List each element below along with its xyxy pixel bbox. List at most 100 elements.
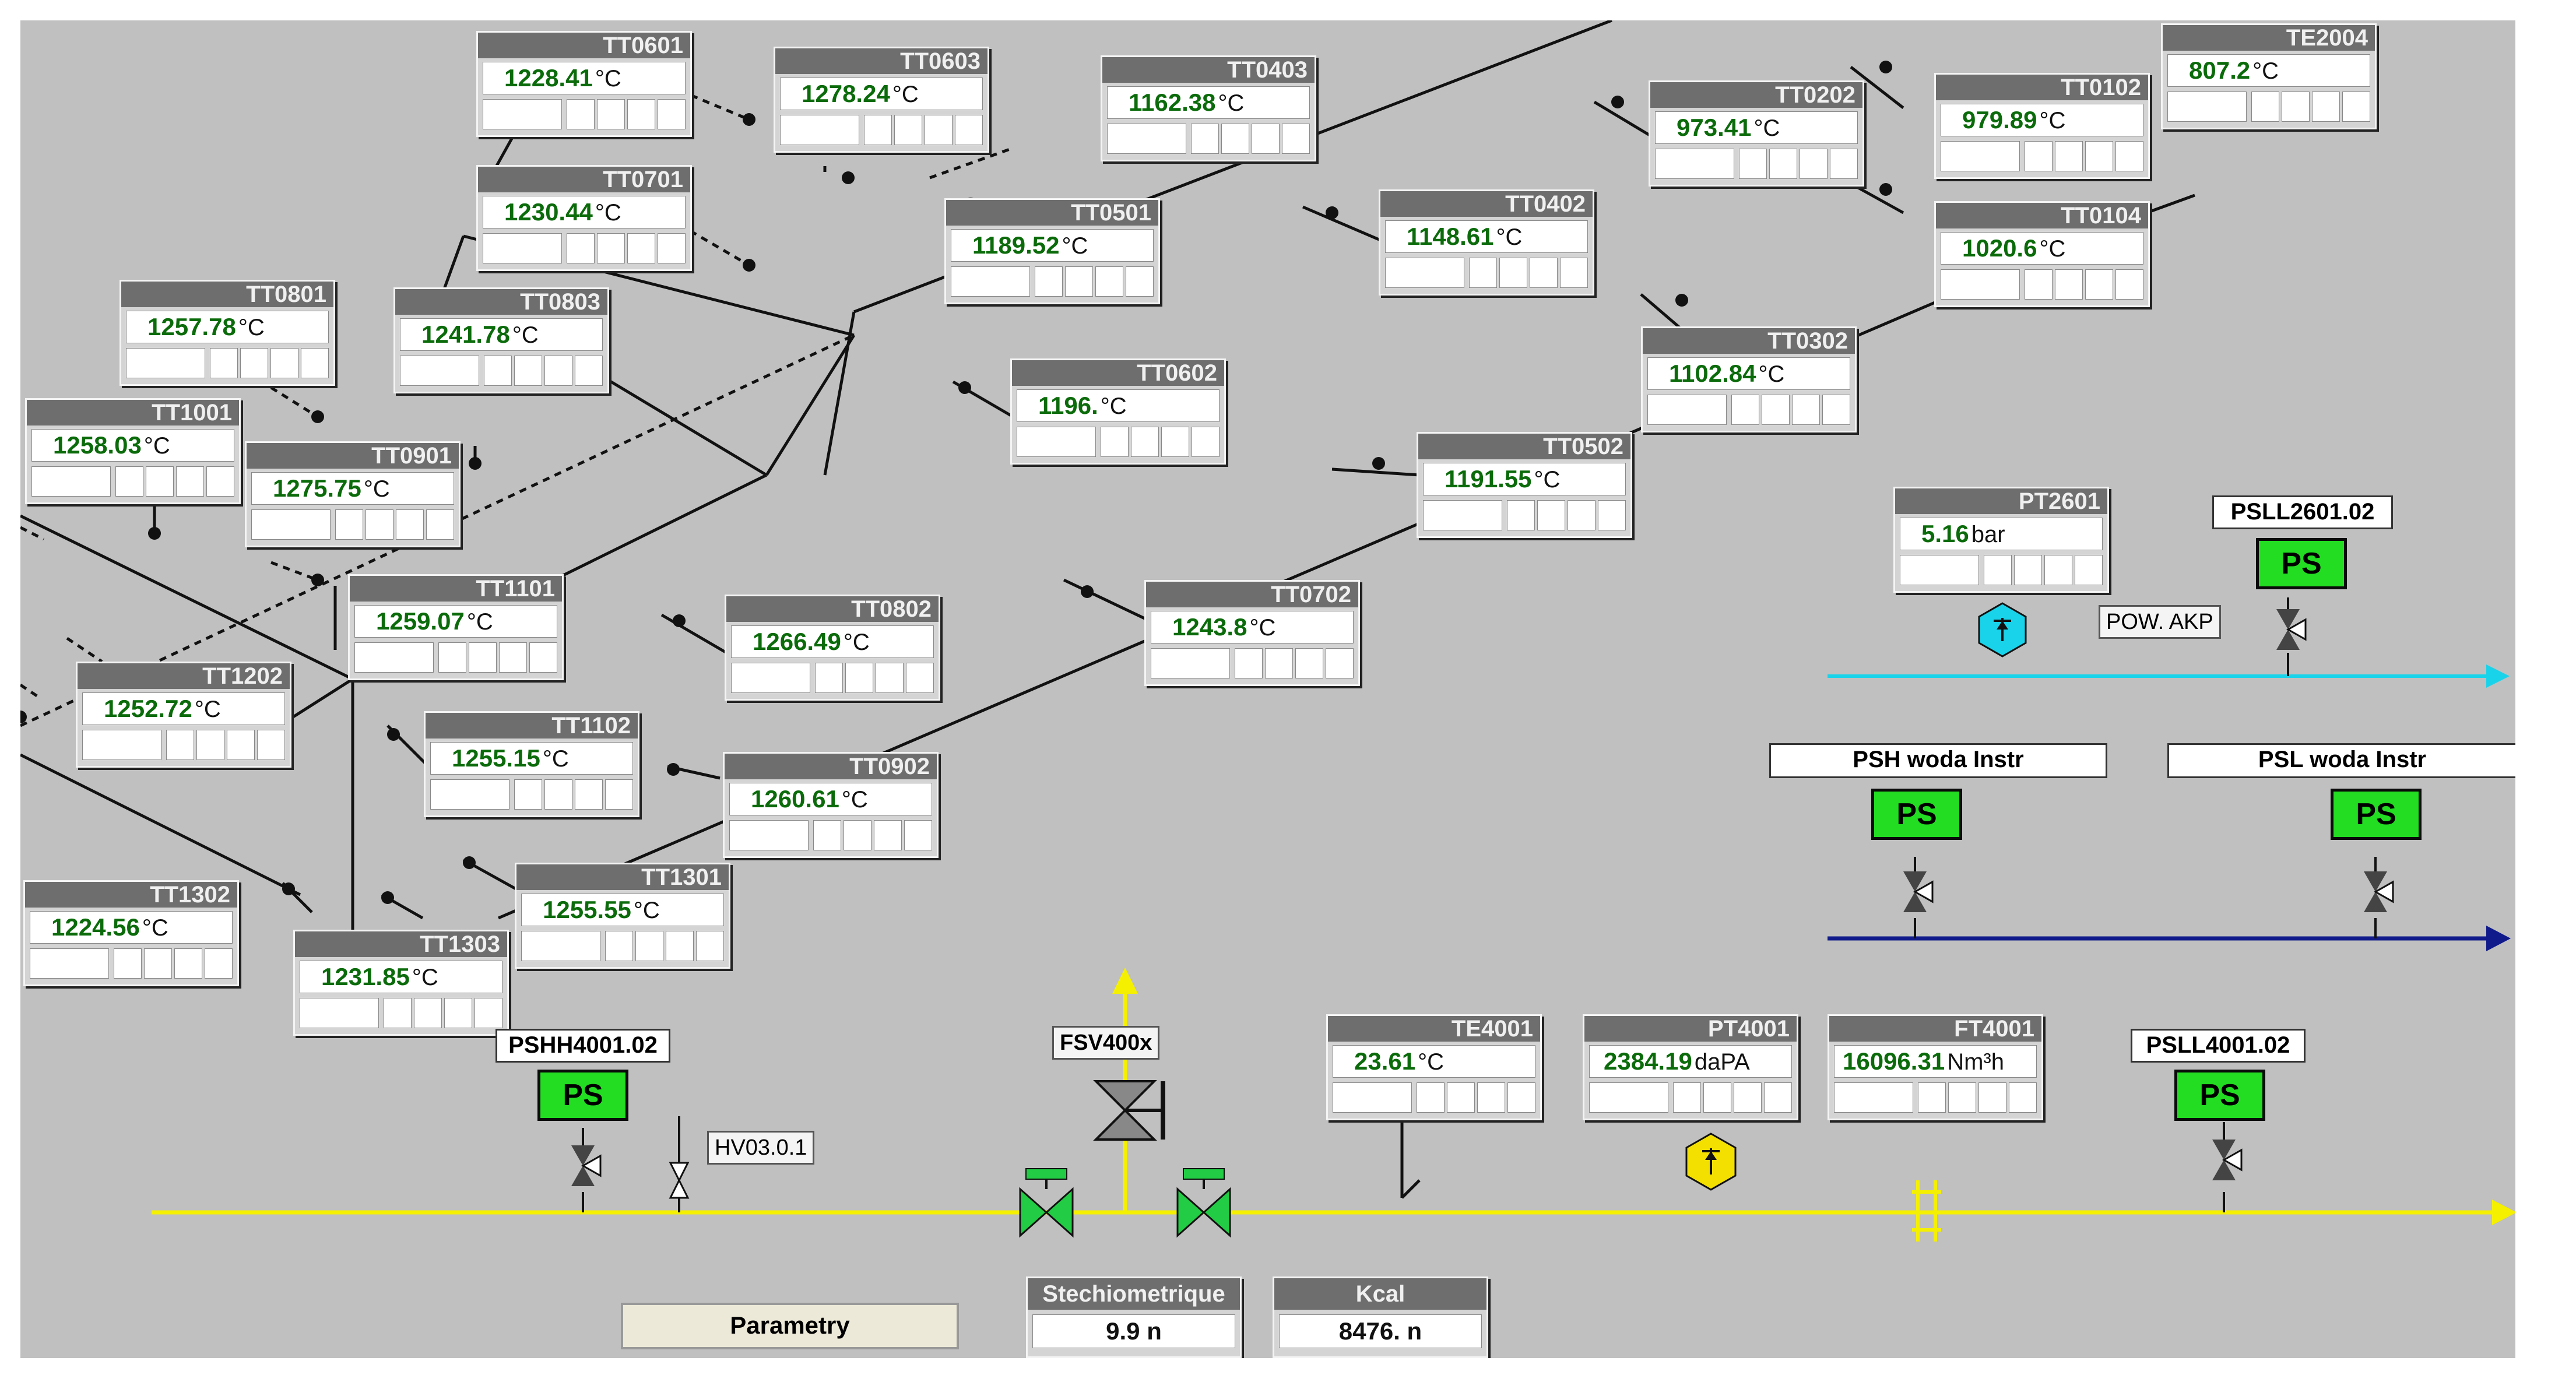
manual-valve-icon[interactable]	[2276, 597, 2307, 650]
kcal-label: Kcal	[1274, 1278, 1486, 1310]
tag-value: 1258.03°C	[31, 429, 234, 462]
psll4001-status[interactable]: PS	[2174, 1070, 2265, 1121]
manual-valve-icon[interactable]	[669, 1116, 690, 1199]
stechiometrique-box[interactable]: Stechiometrique 9.9 n	[1026, 1276, 1242, 1358]
tag-TT0602[interactable]: TT0602 1196.°C	[1010, 358, 1226, 465]
tag-TT1102[interactable]: TT1102 1255.15°C	[424, 711, 639, 817]
tag-value: 1191.55°C	[1423, 463, 1626, 495]
hexagon-pressure-transmitter-icon[interactable]	[1978, 602, 2027, 657]
hv03-label[interactable]: HV03.0.1	[707, 1131, 815, 1165]
tag-TT0402[interactable]: TT0402 1148.61°C	[1379, 189, 1594, 296]
tag-TT0902[interactable]: TT0902 1260.61°C	[723, 752, 939, 858]
tag-value: 973.41°C	[1655, 111, 1858, 144]
tag-name: TT1303	[295, 931, 507, 957]
tag-name: TT0502	[1418, 434, 1630, 459]
tag-name: TT1202	[78, 663, 290, 689]
tag-name: TE4001	[1328, 1016, 1540, 1042]
tag-TT0803[interactable]: TT0803 1241.78°C	[393, 287, 609, 393]
parametry-button[interactable]: Parametry	[621, 1303, 959, 1349]
tag-TT0601[interactable]: TT0601 1228.41°C	[476, 31, 692, 137]
tag-TT0901[interactable]: TT0901 1275.75°C	[245, 441, 461, 547]
tag-value: 807.2°C	[2167, 54, 2370, 87]
tag-value: 1231.85°C	[300, 961, 502, 993]
tag-value: 979.89°C	[1941, 104, 2143, 136]
tag-TT0302[interactable]: TT0302 1102.84°C	[1641, 326, 1857, 432]
tag-TT0603[interactable]: TT0603 1278.24°C	[774, 47, 989, 153]
manual-valve-icon[interactable]	[1903, 857, 1934, 912]
psl-woda-label: PSL woda Instr	[2167, 743, 2515, 778]
tag-value: 1266.49°C	[731, 625, 934, 658]
tag-name: TT0104	[1936, 203, 2148, 228]
tag-name: TT0402	[1380, 191, 1593, 217]
tag-TT0502[interactable]: TT0502 1191.55°C	[1417, 432, 1632, 538]
actuated-valve-icon[interactable]	[1176, 1168, 1231, 1238]
tag-value: 1148.61°C	[1385, 220, 1588, 253]
tag-TT0801[interactable]: TT0801 1257.78°C	[120, 280, 335, 386]
tag-TE4001[interactable]: TE4001 23.61°C	[1326, 1014, 1542, 1120]
tag-value: 1259.07°C	[354, 605, 557, 638]
pow-akp-label[interactable]: POW. AKP	[2099, 605, 2221, 639]
stechiometrique-value: 9.9 n	[1032, 1314, 1235, 1348]
tag-TT1101[interactable]: TT1101 1259.07°C	[348, 574, 564, 680]
tag-name: TT0803	[395, 289, 607, 315]
tag-value: 1102.84°C	[1647, 357, 1850, 390]
tag-TT0202[interactable]: TT0202 973.41°C	[1649, 80, 1864, 187]
tag-value: 1189.52°C	[951, 229, 1154, 262]
process-mimic-panel: TT0601 1228.41°C TT0603 1278.24°C TT0403…	[20, 20, 2515, 1358]
kcal-value: 8476. n	[1279, 1314, 1482, 1348]
tag-value: 1243.8°C	[1151, 611, 1354, 643]
tag-name: TT0801	[121, 282, 333, 307]
tag-name: TT0202	[1650, 82, 1862, 108]
manual-valve-icon[interactable]	[2364, 857, 2394, 912]
actuated-valve-icon[interactable]	[1019, 1168, 1074, 1238]
psl-woda-status[interactable]: PS	[2331, 789, 2422, 840]
hexagon-pressure-transmitter-icon[interactable]	[1685, 1133, 1737, 1191]
tag-TT1301[interactable]: TT1301 1255.55°C	[515, 863, 730, 969]
pshh4001-label: PSHH4001.02	[495, 1029, 670, 1063]
tag-value: 1020.6°C	[1941, 232, 2143, 265]
tag-TT0102[interactable]: TT0102 979.89°C	[1934, 73, 2150, 179]
tag-TT0501[interactable]: TT0501 1189.52°C	[944, 198, 1160, 304]
tag-TE2004[interactable]: TE2004 807.2°C	[2161, 23, 2377, 129]
tag-name: TT0901	[247, 443, 459, 469]
tag-name: TT1301	[516, 864, 729, 890]
tag-name: TT0802	[726, 596, 939, 622]
tag-value: 1228.41°C	[483, 62, 686, 94]
kcal-box[interactable]: Kcal 8476. n	[1273, 1276, 1488, 1358]
tag-TT1001[interactable]: TT1001 1258.03°C	[25, 398, 241, 504]
tag-TT1302[interactable]: TT1302 1224.56°C	[23, 880, 239, 986]
tag-value: 1260.61°C	[729, 783, 932, 815]
fsv400x-label[interactable]: FSV400x	[1052, 1026, 1160, 1060]
psll4001-label: PSLL4001.02	[2131, 1029, 2306, 1063]
tag-value: 1241.78°C	[400, 318, 603, 351]
tag-name: TE2004	[2163, 25, 2375, 51]
tag-value: 23.61°C	[1333, 1045, 1535, 1078]
tag-TT1202[interactable]: TT1202 1252.72°C	[76, 662, 291, 768]
tag-name: PT4001	[1584, 1016, 1797, 1042]
tag-TT0104[interactable]: TT0104 1020.6°C	[1934, 201, 2150, 307]
tag-TT0802[interactable]: TT0802 1266.49°C	[725, 595, 940, 701]
tag-TT1303[interactable]: TT1303 1231.85°C	[293, 930, 509, 1036]
psh-woda-label: PSH woda Instr	[1769, 743, 2107, 778]
psll2601-status[interactable]: PS	[2256, 538, 2347, 589]
tag-value: 1255.15°C	[430, 742, 633, 775]
tag-value: 1278.24°C	[780, 78, 983, 110]
actuated-valve-icon[interactable]	[1093, 1080, 1165, 1141]
tag-name: TT1001	[27, 400, 239, 425]
manual-valve-icon[interactable]	[571, 1128, 602, 1186]
tag-name: TT0701	[478, 167, 690, 192]
tag-TT0403[interactable]: TT0403 1162.38°C	[1101, 55, 1316, 161]
tag-TT0701[interactable]: TT0701 1230.44°C	[476, 165, 692, 271]
tag-TT0702[interactable]: TT0702 1243.8°C	[1144, 580, 1360, 686]
tag-name: FT4001	[1829, 1016, 2041, 1042]
tag-name: TT0102	[1936, 75, 2148, 100]
pshh4001-status[interactable]: PS	[537, 1070, 628, 1121]
psh-woda-status[interactable]: PS	[1871, 789, 1962, 840]
manual-valve-icon[interactable]	[2212, 1122, 2243, 1180]
tag-value: 1255.55°C	[521, 894, 724, 926]
